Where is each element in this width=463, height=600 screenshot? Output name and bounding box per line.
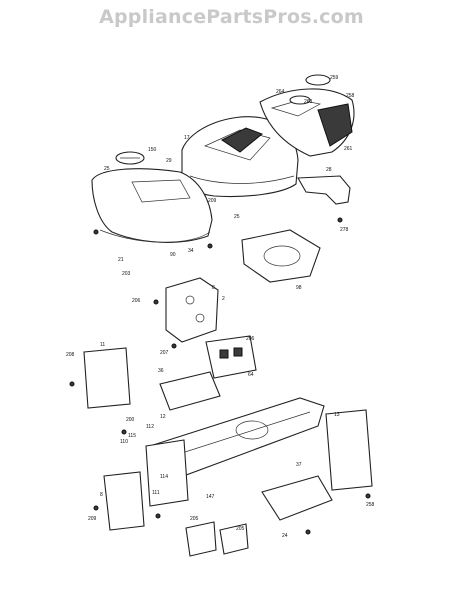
callout: 21 (118, 257, 124, 263)
grille-part (259, 88, 355, 157)
callout: 112 (146, 424, 154, 430)
callout: 209 (88, 516, 97, 522)
left-side-panel-part (83, 347, 131, 409)
dash-panel-part (165, 277, 219, 343)
callout: 208 (66, 352, 75, 358)
callout: 150 (148, 147, 157, 153)
rear-footrest-part (261, 475, 333, 521)
fastener-hardware (69, 217, 371, 535)
callout: 28 (326, 167, 332, 173)
callout: 25 (104, 166, 110, 172)
watermark: AppliancePartsPros.com (99, 6, 364, 28)
callout: 263 (304, 99, 313, 105)
hood-part (181, 116, 299, 198)
callout: 37 (296, 462, 302, 468)
callout: 258 (366, 502, 375, 508)
callout: 25 (234, 214, 240, 220)
callout: 12 (160, 414, 166, 420)
callout: 8 (212, 285, 215, 291)
callout: 203 (122, 271, 131, 277)
callout: 11 (100, 342, 105, 348)
callout: 209 (208, 198, 217, 204)
callout: 2 (222, 296, 225, 302)
fender-part (91, 168, 213, 243)
callout: 200 (126, 417, 135, 423)
callout: 64 (248, 372, 254, 378)
callout: 8 (100, 492, 103, 498)
steering-cover-part (115, 151, 145, 165)
callout: 147 (206, 494, 215, 500)
callout: 110 (120, 439, 128, 445)
callout: 114 (160, 474, 168, 480)
callout: 206 (132, 298, 141, 304)
callout: 264 (276, 89, 285, 95)
callout: 111 (152, 490, 160, 496)
callout: 36 (158, 368, 164, 374)
front-bracket-part (103, 439, 189, 531)
switch-plate-part (205, 335, 257, 379)
callout: 205 (190, 516, 199, 522)
right-side-panel-part (325, 409, 373, 491)
callout: 90 (170, 252, 176, 258)
footrest-part (159, 371, 221, 411)
callout: 207 (160, 350, 169, 356)
callout: 34 (188, 248, 194, 254)
callout: 17 (184, 135, 190, 141)
callout: 29 (166, 158, 172, 164)
callout: 278 (340, 227, 349, 233)
battery-tray-part (241, 229, 321, 283)
callout: 261 (344, 146, 353, 152)
callout: 115 (128, 433, 136, 439)
callout: 206 (246, 336, 255, 342)
bracket-part (297, 175, 351, 205)
callout: 258 (346, 93, 355, 99)
small-bracket-part (185, 521, 249, 557)
callout: 98 (296, 285, 302, 291)
callout: 13 (334, 412, 340, 418)
callout-labels: 150 29 25 17 21 90 203 34 209 259 264 26… (66, 75, 375, 539)
callout: 205 (236, 526, 245, 532)
headlight-part (289, 74, 331, 105)
callout: 259 (330, 75, 339, 81)
callout: 24 (282, 533, 288, 539)
